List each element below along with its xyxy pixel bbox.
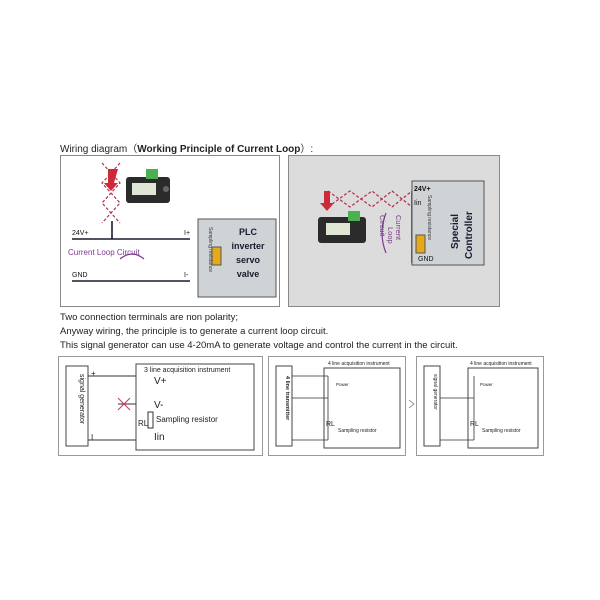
bottom-left-diagram: signal generator + I 3 line acquisition … bbox=[58, 356, 263, 456]
bottom-mid-diagram: 4 line transmitter 4 line acquisition in… bbox=[268, 356, 406, 456]
loop-arrow-icon bbox=[119, 253, 145, 260]
right-generator-label: signal generator bbox=[432, 374, 438, 410]
transmitter-box bbox=[275, 365, 293, 447]
transmitter-label: 4 line transmitter bbox=[284, 376, 290, 421]
note-1: Two connection terminals are non polarit… bbox=[60, 312, 238, 323]
sampling-label: Sampling resistance bbox=[207, 227, 213, 272]
iminus-label: I- bbox=[184, 272, 189, 279]
dashed-wires bbox=[101, 162, 121, 224]
signal-generator-label: signal generator bbox=[78, 374, 85, 425]
mid-instrument-label: 4 line acquisition instrument bbox=[328, 361, 390, 367]
iin-label: Iin bbox=[154, 432, 165, 443]
sampling-resistor-right bbox=[415, 234, 426, 254]
arrow-icon-right bbox=[320, 191, 334, 211]
mid-sampling-label: Sampling resistor bbox=[338, 428, 377, 434]
sampling-resistor-label: Sampling resistor bbox=[156, 415, 218, 424]
iin-label-right: Iin bbox=[414, 200, 422, 207]
mid-wires bbox=[292, 375, 329, 441]
v24-label-right: 24V+ bbox=[414, 186, 431, 193]
bottom-right-diagram: signal generator 4 line acquisition inst… bbox=[416, 356, 544, 456]
note-2: Anyway wiring, the principle is to gener… bbox=[60, 326, 329, 337]
controller-line-1: Special bbox=[450, 214, 461, 249]
instrument-box bbox=[135, 363, 255, 451]
gnd-label-right: GND bbox=[418, 256, 434, 263]
device-line-2: inverter bbox=[231, 241, 265, 251]
v24-label: 24V+ bbox=[72, 230, 89, 237]
gnd-label: GND bbox=[72, 272, 88, 279]
heading-prefix: Wiring diagram（ bbox=[60, 144, 138, 155]
mid-rl-label: RL bbox=[326, 421, 335, 428]
arrow-icon bbox=[104, 169, 118, 191]
right-sampling-label: Sampling resistor bbox=[482, 428, 521, 434]
device-line-1: PLC bbox=[239, 227, 258, 237]
resistor-symbol bbox=[147, 411, 154, 429]
instrument-label: 3 line acquisition instrument bbox=[144, 367, 230, 374]
heading-suffix: ）: bbox=[300, 144, 314, 155]
current-meter-right bbox=[318, 211, 366, 243]
iplus-label: I+ bbox=[184, 230, 190, 237]
note-3: This signal generator can use 4-20mA to … bbox=[60, 340, 458, 351]
plc-device-box bbox=[197, 218, 277, 298]
right-wires bbox=[440, 376, 475, 441]
vminus-label: V- bbox=[154, 400, 163, 411]
signal-generator-box bbox=[65, 365, 89, 447]
wiring-heading: Wiring diagram（Working Principle of Curr… bbox=[60, 140, 313, 155]
cross-mark-icon bbox=[117, 397, 131, 411]
vplus-label: V+ bbox=[154, 376, 167, 387]
controller-line-2: Controller bbox=[464, 211, 475, 259]
transition-arrow-icon bbox=[408, 399, 415, 409]
device-line-3: servo bbox=[236, 255, 261, 265]
circuit-wires bbox=[72, 221, 190, 282]
loop-arrow-icon-right bbox=[381, 212, 387, 254]
right-power-label: Power bbox=[480, 382, 493, 387]
minus-label: I bbox=[91, 433, 93, 442]
sampling-resistor bbox=[211, 246, 222, 266]
sampling-label-right: Sampling resistance bbox=[426, 195, 432, 240]
plus-label: + bbox=[91, 369, 96, 378]
mid-power-label: Power bbox=[336, 382, 349, 387]
rl-label: RL bbox=[138, 419, 149, 428]
right-instrument-box bbox=[467, 367, 539, 449]
loop-label-right-3: Circuit bbox=[378, 215, 387, 237]
right-instrument-label: 4 line acquisition instrument bbox=[470, 361, 532, 367]
heading-bold: Working Principle of Current Loop bbox=[137, 144, 301, 155]
device-line-4: valve bbox=[237, 269, 260, 279]
loop-label-right-2: Loop bbox=[386, 227, 395, 244]
loop-label-right-1: Current bbox=[394, 215, 403, 241]
right-generator-box bbox=[423, 365, 441, 447]
right-wiring-diagram: Current Loop Circuit 24V+ Iin GND Sampli… bbox=[288, 155, 500, 307]
right-rl-label: RL bbox=[470, 421, 479, 428]
left-wiring-diagram: 24V+ GND I+ I- Current Loop Circuit Samp… bbox=[60, 155, 280, 307]
loop-label: Current Loop Circuit bbox=[68, 248, 140, 257]
current-meter bbox=[126, 169, 170, 203]
mid-instrument-box bbox=[323, 367, 401, 449]
